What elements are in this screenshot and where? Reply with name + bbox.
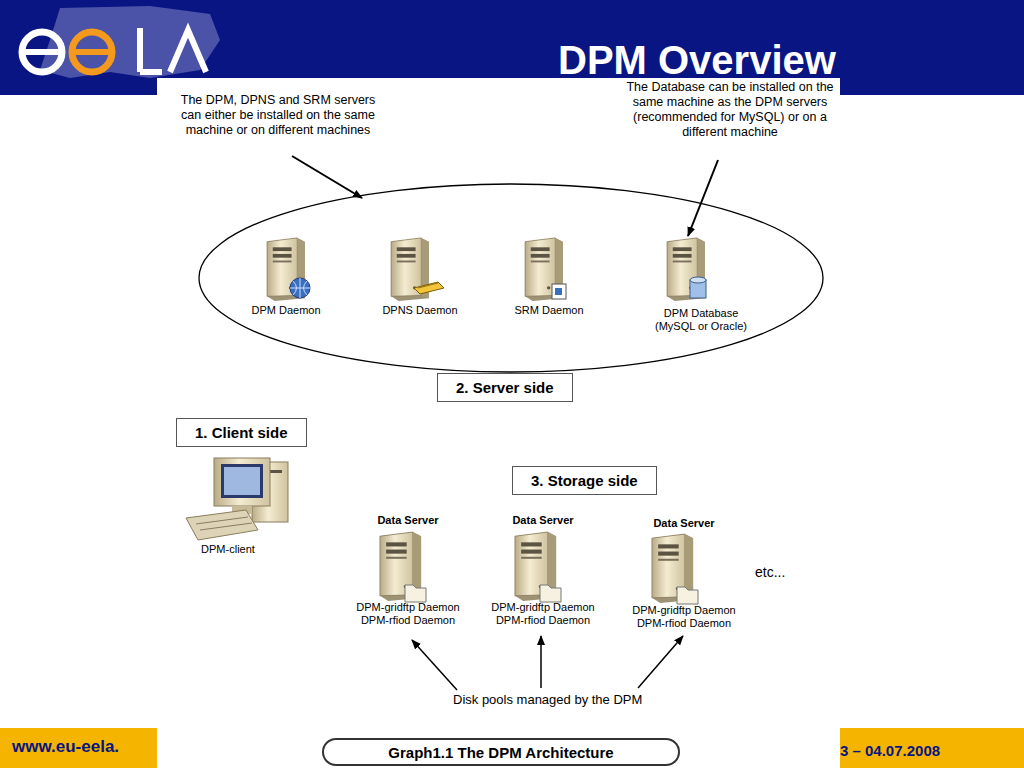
node-text: DPM-gridftp Daemon DPM-rfiod Daemon xyxy=(345,601,471,627)
note-label: etc... xyxy=(755,564,785,581)
server-group-outline xyxy=(199,184,823,372)
node-text: DPM Database (MySQL or Oracle) xyxy=(648,307,754,333)
data-server: Data ServerDPM-gridftp Daemon DPM-rfiod … xyxy=(345,514,471,628)
node-heading: Data Server xyxy=(480,514,606,527)
node-text: DPM-client xyxy=(173,543,283,556)
pointer-arrow xyxy=(540,636,542,688)
callout-arrow xyxy=(688,160,718,236)
logo xyxy=(22,6,220,78)
node-text: SRM Daemon xyxy=(494,304,604,317)
node-text: DPM-gridftp Daemon DPM-rfiod Daemon xyxy=(480,601,606,627)
server-label: DPNS Daemon xyxy=(365,304,475,317)
node-text: 2. Server side xyxy=(456,379,554,396)
footer-text: 3 – 04.07.2008 xyxy=(840,742,940,760)
data-server: Data ServerDPM-gridftp Daemon DPM-rfiod … xyxy=(480,514,606,628)
node-text: DPM-gridftp Daemon DPM-rfiod Daemon xyxy=(621,604,747,630)
client-computer-icon xyxy=(186,458,288,540)
node-heading: Data Server xyxy=(621,517,747,530)
node-text: DPM Daemon xyxy=(231,304,341,317)
node-text: DPNS Daemon xyxy=(365,304,475,317)
footer-band xyxy=(0,728,1024,768)
node-text: 3. Storage side xyxy=(531,472,638,489)
callout-arrow xyxy=(292,156,362,198)
section-box: 3. Storage side xyxy=(512,466,657,495)
footer-text: www.eu-eela. xyxy=(12,737,119,757)
figure-ground xyxy=(157,78,840,768)
server-label: DPM Daemon xyxy=(231,304,341,317)
callout-note: The DPM, DPNS and SRM servers can either… xyxy=(172,93,384,138)
server-label: DPM-client xyxy=(173,543,283,556)
figure-ground xyxy=(157,728,838,768)
caption-frame: Graph1.1 The DPM Architecture xyxy=(322,738,680,766)
server-label: DPM Database (MySQL or Oracle) xyxy=(648,307,754,333)
server-icons xyxy=(267,238,706,301)
section-box: 2. Server side xyxy=(437,373,573,402)
caption: Graph1.1 The DPM Architecture xyxy=(352,744,650,761)
node-heading: Data Server xyxy=(345,514,471,527)
data-server-icons xyxy=(380,532,698,604)
note-label: Disk pools managed by the DPM xyxy=(453,692,642,708)
callout-note: The Database can be installed on the sam… xyxy=(621,80,839,140)
section-box: 1. Client side xyxy=(176,418,307,447)
node-text: 1. Client side xyxy=(195,424,288,441)
slide-title: DPM Overview xyxy=(558,38,836,83)
server-label: SRM Daemon xyxy=(494,304,604,317)
data-server: Data ServerDPM-gridftp Daemon DPM-rfiod … xyxy=(621,517,747,631)
pointer-arrow xyxy=(638,636,683,688)
pointer-arrow xyxy=(412,640,457,690)
